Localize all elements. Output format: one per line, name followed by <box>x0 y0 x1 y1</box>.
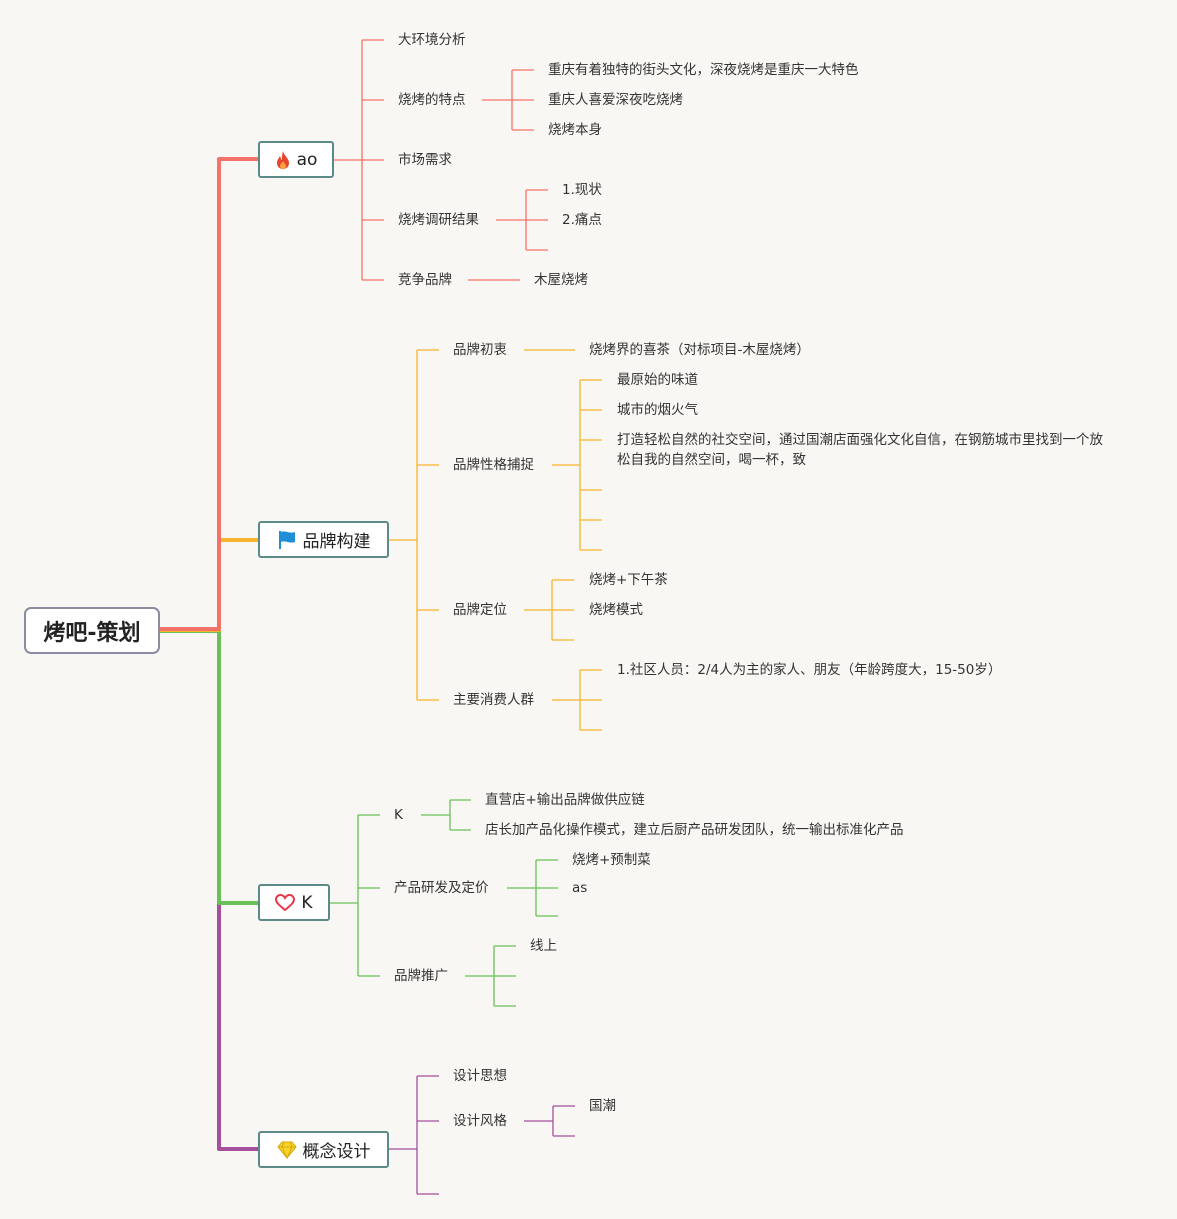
heart-icon <box>275 893 296 912</box>
trunk-line <box>160 538 258 632</box>
diamond-icon <box>276 1141 297 1159</box>
subtopic[interactable]: 品牌定位 <box>453 602 507 618</box>
leaf-topic[interactable]: 烧烤本身 <box>548 122 602 138</box>
subtopic[interactable]: 竞争品牌 <box>398 272 452 288</box>
subtopic[interactable]: 品牌初衷 <box>453 342 507 358</box>
subtopic[interactable]: 品牌推广 <box>394 968 448 984</box>
fire-icon <box>275 150 291 170</box>
branch-topic-k[interactable]: K <box>258 884 330 921</box>
leaf-topic[interactable]: 烧烤模式 <box>589 602 643 618</box>
subtopic[interactable]: 烧烤的特点 <box>398 92 466 108</box>
subtopic[interactable]: 设计风格 <box>453 1113 507 1129</box>
leaf-topic[interactable]: 店长加产品化操作模式，建立后厨产品研发团队，统一输出标准化产品 <box>485 822 904 838</box>
leaf-topic[interactable]: 木屋烧烤 <box>534 272 588 288</box>
trunk-line <box>160 157 258 631</box>
branch-topic-label: 品牌构建 <box>302 532 371 552</box>
leaf-topic[interactable]: 国潮 <box>589 1098 616 1114</box>
trunk-line <box>160 629 258 905</box>
branch-topic-concept[interactable]: 概念设计 <box>258 1131 389 1168</box>
leaf-topic[interactable]: 直营店+输出品牌做供应链 <box>485 792 645 808</box>
leaf-topic[interactable]: 烧烤+预制菜 <box>572 852 651 868</box>
leaf-topic[interactable]: 2.痛点 <box>562 212 602 228</box>
branch-topic-label: ao <box>296 149 318 170</box>
leaf-topic[interactable]: 打造轻松自然的社交空间，通过国潮店面强化文化自信，在钢筋城市里找到一个放松自我的… <box>617 432 1103 468</box>
subtopic[interactable]: 市场需求 <box>398 152 452 168</box>
root-topic[interactable]: 烤吧-策划 <box>24 607 160 654</box>
leaf-topic[interactable]: 1.现状 <box>562 182 602 198</box>
subtopic[interactable]: 品牌性格捕捉 <box>453 457 534 473</box>
branch-topic-label: K <box>301 892 313 913</box>
leaf-topic[interactable]: 烧烤+下午茶 <box>589 572 668 588</box>
branch-topic-label: 概念设计 <box>302 1142 371 1162</box>
leaf-topic[interactable]: 最原始的味道 <box>617 372 698 388</box>
subtopic[interactable]: 大环境分析 <box>398 32 466 48</box>
subtopic[interactable]: K <box>394 807 403 823</box>
branch-topic-ao[interactable]: ao <box>258 141 334 178</box>
leaf-topic[interactable]: as <box>572 880 588 896</box>
leaf-topic[interactable]: 线上 <box>530 938 557 954</box>
flag-icon <box>277 530 297 550</box>
leaf-topic[interactable]: 城市的烟火气 <box>617 402 698 418</box>
leaf-topic[interactable]: 1.社区人员：2/4人为主的家人、朋友（年龄跨度大，15-50岁） <box>617 662 1002 678</box>
leaf-topic[interactable]: 烧烤界的喜茶（对标项目-木屋烧烤） <box>589 342 810 358</box>
root-topic-label: 烤吧-策划 <box>43 620 141 646</box>
leaf-topic[interactable]: 重庆人喜爱深夜吃烧烤 <box>548 92 683 108</box>
subtopic[interactable]: 烧烤调研结果 <box>398 212 479 228</box>
subtopic[interactable]: 设计思想 <box>453 1068 507 1084</box>
trunk-line <box>160 629 258 1151</box>
subtopic[interactable]: 主要消费人群 <box>453 692 534 708</box>
subtopic[interactable]: 产品研发及定价 <box>394 880 489 896</box>
branch-topic-brand[interactable]: 品牌构建 <box>258 521 389 558</box>
leaf-topic[interactable]: 重庆有着独特的街头文化，深夜烧烤是重庆一大特色 <box>548 62 859 78</box>
